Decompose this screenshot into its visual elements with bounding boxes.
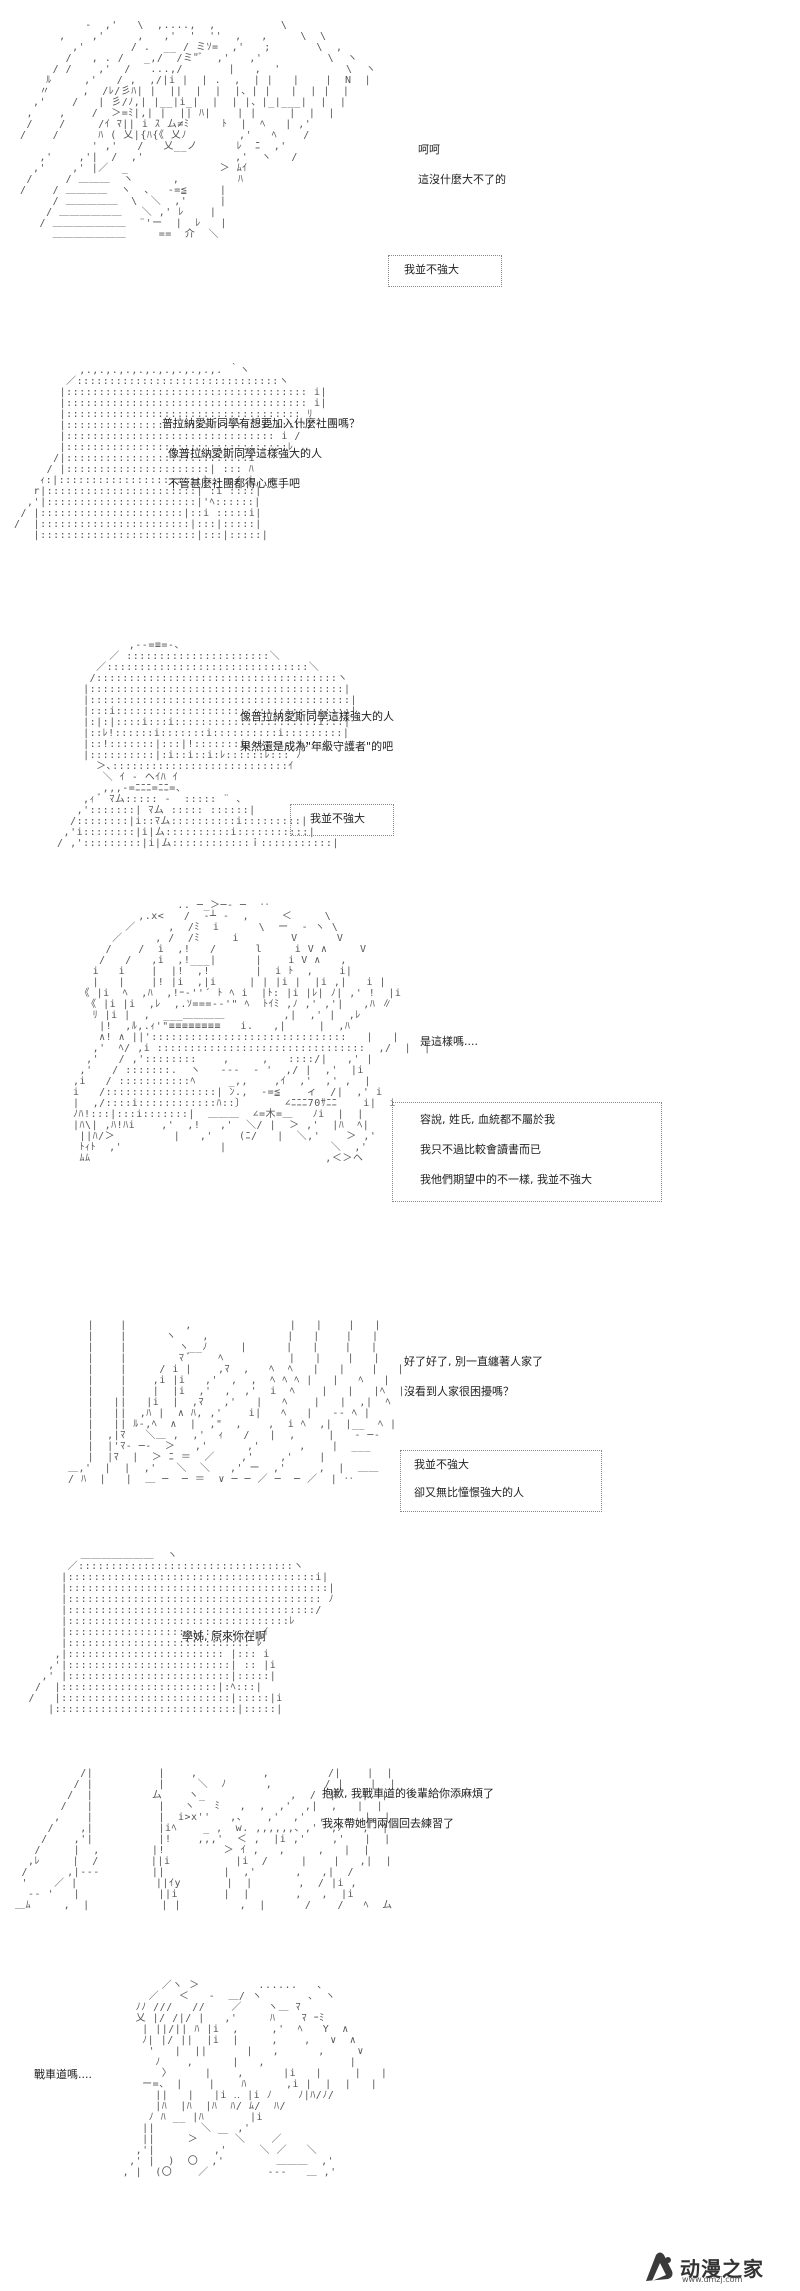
dialogue-line: 我只不過比較會讀書而已 [420,1143,541,1156]
logo-url: www.dmzj.com [682,2275,743,2284]
brush-logo-icon [646,2252,673,2281]
dialogue-line: 學姊, 原來你在啊 [182,1630,266,1643]
ascii-art-figure: ,.,.,.,.,.,.,.,.,.,.,. ｀ヽ ／:::::::::::::… [14,365,327,541]
panel-4: .. ─_＞─‐ ─ ‥ ,.x< / ‐┴ ‐ , ＜ \ ／ , /ﾐ i … [0,870,800,1310]
dialogue-line: 我並不強大 [414,1458,469,1471]
dialogue-line: 我來帶她們兩個回去練習了 [322,1817,454,1830]
dialogue-line: 呵呵 [418,143,440,156]
ascii-art-figure: ,-‐=≡=-、 ／ ::::::::::::::::::::::＼ ／::::… [57,640,357,849]
dialogue-line: 像普拉納愛斯同學這樣強大的人 [240,710,394,723]
speech-box [392,1102,662,1202]
dialogue-line: 我並不強大 [404,263,459,276]
panel-6: ＿＿＿＿＿＿＿ ヽ ／:::::::::::::::::::::::::::::… [0,1530,800,1750]
dialogue-line: 我並不強大 [310,812,365,825]
dialogue-line: 是這樣嗎.... [420,1035,478,1048]
logo-name: 动漫之家 [680,2257,764,2281]
dialogue-line: 像普拉納愛斯同學這樣強大的人 [168,447,322,460]
dialogue-line: 不管甚麼社團都得心應手吧 [168,477,300,490]
dialogue-line: 我他們期望中的不一樣, 我並不強大 [420,1173,592,1186]
ascii-art-figure: ＿＿＿＿＿＿＿ ヽ ／:::::::::::::::::::::::::::::… [28,1550,335,1715]
panel-7: /| | , , /| | | / | | ＼ ﾉ , / | | | / | … [0,1750,800,1960]
ascii-art-figure: /| | , , /| | | / | | ＼ ﾉ , / | | | / | … [15,1768,397,1911]
panel-1: - ,' \ ,...., , \ , ,' , ,' ' '' , , \ \… [0,0,800,360]
panel-2: ,.,.,.,.,.,.,.,.,.,.,. ｀ヽ ／:::::::::::::… [0,360,800,610]
ascii-art-figure: .. ─_＞─‐ ─ ‥ ,.x< / ‐┴ ‐ , ＜ \ ／ , /ﾐ i … [73,900,431,1164]
ascii-art-figure: - ,' \ ,...., , \ , ,' , ,' ' '' , , \ \… [20,20,377,240]
dialogue-line: 抱歉, 我戰車道的後輩給你添麻煩了 [322,1787,494,1800]
dialogue-line: 沒看到人家很困擾嗎？ [404,1385,514,1398]
speech-box [400,1450,602,1512]
panel-8: ／ヽ ＞ ...... 、 ／ ＜ ‐ ＿/ ヽ 、 ヽ ﾉﾉ /// // ／… [0,1960,800,2291]
panel-3: ,-‐=≡=-、 ／ ::::::::::::::::::::::＼ ／::::… [0,610,800,870]
dialogue-line: 容說, 姓氏, 血統都不屬於我 [420,1113,555,1126]
dialogue-line: 普拉納愛斯同學有想要加入什麼社團嗎？ [162,417,360,430]
dialogue-line: 果然還是成為"年級守護者"的吧 [240,740,394,753]
ascii-art-figure: ／ヽ ＞ ...... 、 ／ ＜ ‐ ＿/ ヽ 、 ヽ ﾉﾉ /// // ／… [122,1980,388,2178]
speech-box [388,255,502,287]
dialogue-line: 這沒什麼大不了的 [418,173,506,186]
speech-box [290,804,394,836]
ascii-art-figure: | | , | | | | | | ヽ , | | | | | | ヽ__ﾉ |… [68,1320,406,1485]
dialogue-line: 卻又無比憧憬強大的人 [414,1486,524,1499]
panel-5: | | , | | | | | | ヽ , | | | | | | ヽ__ﾉ |… [0,1310,800,1530]
site-logo: 动漫之家 www.dmzj.com [642,2251,792,2285]
dialogue-line: 好了好了, 別一直纏著人家了 [404,1355,543,1368]
dialogue-line: 戰車道嗎.... [34,2068,92,2081]
